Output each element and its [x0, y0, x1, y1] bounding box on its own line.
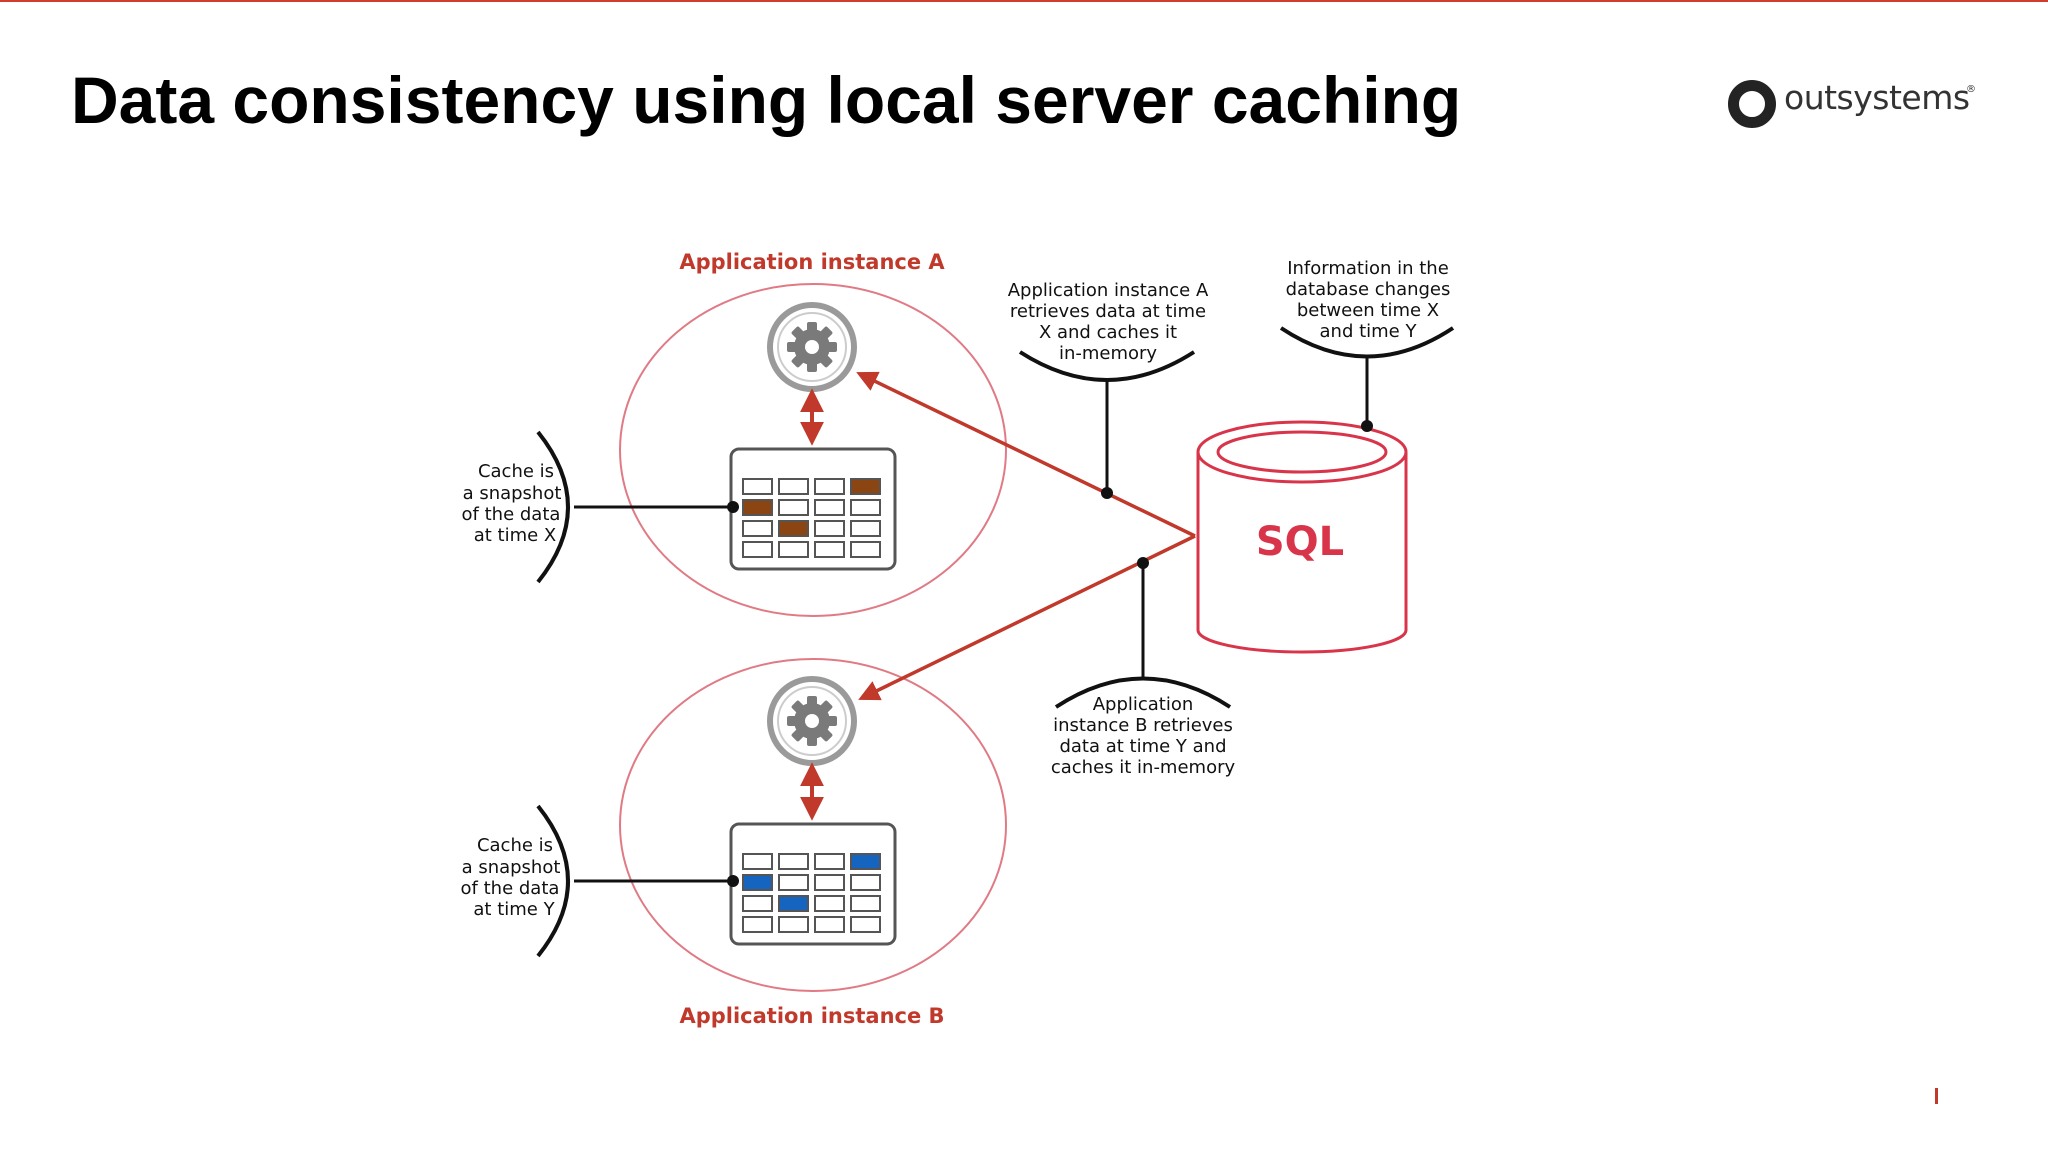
logo-text: outsystems [1784, 78, 1970, 117]
note-a-bracket [1018, 350, 1196, 382]
note-db: Information in the database changes betw… [1286, 258, 1451, 342]
note-db-line-2: database changes [1286, 279, 1451, 300]
cache-a-connector-dot [727, 501, 739, 513]
note-db-line-1: Information in the [1287, 258, 1449, 279]
sql-label: SQL [1256, 519, 1344, 565]
note-b-line-4: caches it in-memory [1051, 757, 1236, 778]
top-accent-rule [0, 0, 2048, 2]
cache-b-line-2: a snapshot [462, 857, 561, 878]
note-a: Application instance A retrieves data at… [1008, 280, 1209, 364]
note-a-line-1: Application instance A [1008, 280, 1209, 301]
cache-b-line-1: Cache is [477, 835, 553, 856]
logo-registered-mark: ® [1966, 84, 1976, 95]
outsystems-logo: outsystems ® [1726, 78, 1986, 128]
note-a-line-3: X and caches it [1039, 322, 1177, 343]
table-grid-icon [729, 822, 897, 946]
note-b-line-3: data at time Y and [1059, 736, 1226, 757]
note-db-connector-dot [1361, 420, 1373, 432]
cache-a-bracket [536, 430, 570, 584]
note-b-bracket [1054, 676, 1232, 709]
note-db-line-4: and time Y [1320, 321, 1418, 342]
page-marker [1935, 1088, 1938, 1104]
cache-a-line-3: of the data [462, 504, 561, 525]
note-b: Application instance B retrieves data at… [1051, 694, 1236, 778]
cache-b-line-3: of the data [461, 878, 560, 899]
note-a-connector-dot [1101, 487, 1113, 499]
table-grid-icon [729, 447, 897, 571]
instance-b-label: Application instance B [679, 1004, 944, 1028]
cache-b-note: Cache is a snapshot of the data at time … [461, 835, 561, 920]
logo-mark-icon [1728, 80, 1776, 128]
note-db-line-3: between time X [1297, 300, 1439, 321]
cache-a-note: Cache is a snapshot of the data at time … [462, 461, 562, 546]
note-b-connector-dot [1137, 557, 1149, 569]
cache-b-bracket [536, 804, 570, 958]
cache-b-connector-dot [727, 875, 739, 887]
note-b-line-1: Application [1093, 694, 1194, 715]
note-a-line-2: retrieves data at time [1010, 301, 1206, 322]
cache-a-line-1: Cache is [478, 461, 554, 482]
flow-arrow-to-a [856, 371, 1196, 538]
cache-b-line-4: at time Y [473, 899, 555, 920]
note-db-bracket [1279, 326, 1455, 359]
instance-a-label: Application instance A [679, 250, 945, 274]
database-icon [1196, 420, 1408, 654]
note-b-line-2: instance B retrieves [1053, 715, 1233, 736]
note-a-line-4: in-memory [1059, 343, 1157, 364]
instance-b-boundary [619, 658, 1007, 992]
gear-icon [767, 302, 857, 392]
instance-a-boundary [619, 283, 1007, 617]
gear-icon [767, 676, 857, 766]
slide-title: Data consistency using local server cach… [71, 63, 1462, 137]
cache-a-line-4: at time X [474, 525, 557, 546]
cache-a-line-2: a snapshot [463, 483, 562, 504]
